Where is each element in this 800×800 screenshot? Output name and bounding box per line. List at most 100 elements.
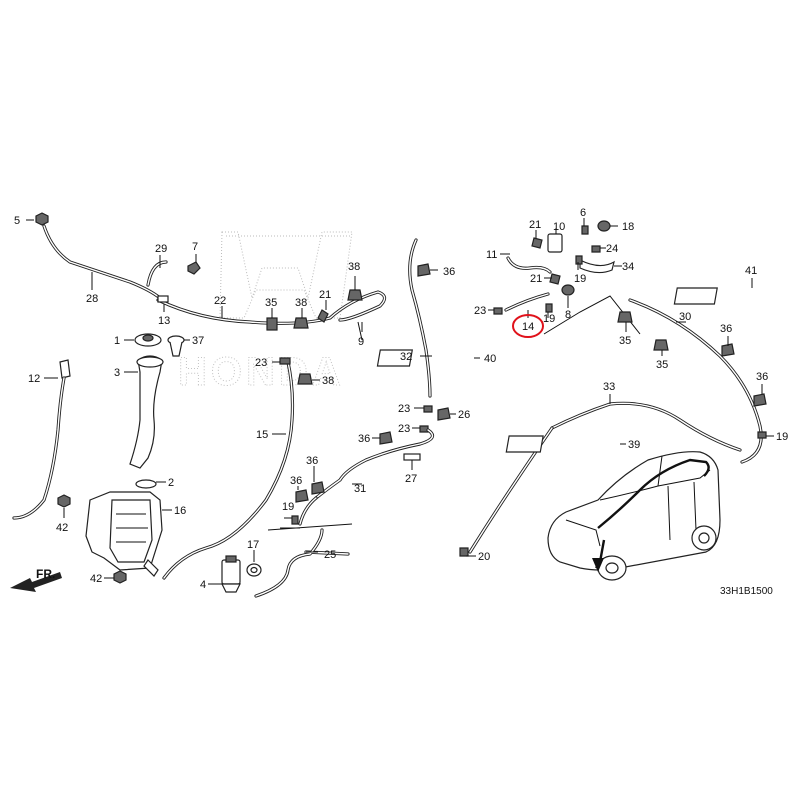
joint-6[interactable]: [581, 218, 589, 235]
clip-27[interactable]: [403, 453, 421, 470]
label-19d[interactable]: 19: [776, 431, 788, 443]
label-1[interactable]: 1: [114, 335, 120, 347]
label-7[interactable]: 7: [192, 241, 198, 253]
clip-36e[interactable]: [721, 336, 735, 357]
joint-23d[interactable]: [488, 307, 503, 315]
label-8[interactable]: 8: [565, 309, 571, 321]
label-23d[interactable]: 23: [474, 305, 486, 317]
label-27[interactable]: 27: [405, 473, 417, 485]
label-18[interactable]: 18: [622, 221, 634, 233]
label-41[interactable]: 41: [745, 265, 757, 277]
bolt-42b[interactable]: [104, 570, 127, 584]
label-19b[interactable]: 19: [574, 273, 586, 285]
bolt-42a[interactable]: [57, 494, 71, 518]
joint-19b[interactable]: [575, 255, 583, 270]
nozzle-8[interactable]: [561, 284, 575, 308]
label-21a[interactable]: 21: [319, 289, 331, 301]
label-23a[interactable]: 23: [255, 357, 267, 369]
joint-23c[interactable]: [412, 425, 429, 433]
label-35c[interactable]: 35: [656, 359, 668, 371]
clip-26[interactable]: [437, 407, 456, 421]
tank-cap-1[interactable]: [124, 333, 162, 347]
label-36d[interactable]: 36: [290, 475, 302, 487]
label-34[interactable]: 34: [622, 261, 634, 273]
label-30[interactable]: 30: [679, 311, 691, 323]
clip-36b[interactable]: [372, 431, 393, 445]
label-42a[interactable]: 42: [56, 522, 68, 534]
label-23b[interactable]: 23: [398, 403, 410, 415]
joint-19c[interactable]: [545, 303, 553, 318]
label-26[interactable]: 26: [458, 409, 470, 421]
pad-40[interactable]: [376, 349, 480, 367]
pad-41[interactable]: [673, 278, 753, 305]
label-11[interactable]: 11: [486, 249, 497, 261]
clip-38a[interactable]: [293, 308, 309, 329]
label-24[interactable]: 24: [606, 243, 618, 255]
level-tube-12[interactable]: [12, 359, 71, 520]
label-37[interactable]: 37: [192, 335, 204, 347]
label-31[interactable]: 31: [354, 483, 366, 495]
joint-21b[interactable]: [531, 230, 543, 249]
strainer-37[interactable]: [167, 335, 190, 357]
clip-36f[interactable]: [753, 384, 767, 407]
label-38b[interactable]: 38: [348, 261, 360, 273]
joint-7[interactable]: [187, 254, 201, 275]
label-19c[interactable]: 19: [543, 313, 555, 325]
seal-2[interactable]: [135, 479, 166, 489]
label-36e[interactable]: 36: [720, 323, 732, 335]
label-32[interactable]: 32: [400, 351, 412, 363]
label-12[interactable]: 12: [28, 373, 40, 385]
pad-39[interactable]: [505, 435, 626, 453]
label-36a[interactable]: 36: [443, 266, 455, 278]
nozzle-10[interactable]: [547, 228, 563, 253]
washer-tank-16[interactable]: [85, 491, 172, 577]
clip-36a[interactable]: [417, 263, 438, 277]
label-21c[interactable]: 21: [530, 273, 542, 285]
clip-35c[interactable]: [653, 339, 669, 356]
clip-38c[interactable]: [297, 373, 320, 385]
label-35b[interactable]: 35: [619, 335, 631, 347]
label-40[interactable]: 40: [484, 353, 496, 365]
joint-21a[interactable]: [317, 300, 329, 323]
label-22[interactable]: 22: [214, 295, 226, 307]
joint-21c[interactable]: [544, 273, 561, 285]
label-36b[interactable]: 36: [358, 433, 370, 445]
label-38c[interactable]: 38: [322, 375, 334, 387]
joint-19d[interactable]: [757, 431, 774, 439]
label-15[interactable]: 15: [256, 429, 268, 441]
filler-neck-3[interactable]: [124, 355, 164, 469]
label-4[interactable]: 4: [200, 579, 206, 591]
label-35a[interactable]: 35: [265, 297, 277, 309]
label-39[interactable]: 39: [628, 439, 640, 451]
label-13[interactable]: 13: [158, 315, 170, 327]
label-3[interactable]: 3: [114, 367, 120, 379]
grommet-17[interactable]: [246, 550, 262, 577]
clip-38b[interactable]: [347, 276, 363, 301]
label-20[interactable]: 20: [478, 551, 490, 563]
clip-13[interactable]: [157, 295, 169, 312]
label-23c[interactable]: 23: [398, 423, 410, 435]
label-5[interactable]: 5: [14, 215, 20, 227]
label-36f[interactable]: 36: [756, 371, 768, 383]
rear-washer-nozzle-5[interactable]: [26, 212, 49, 226]
label-28[interactable]: 28: [86, 293, 98, 305]
clip-36d[interactable]: [295, 486, 309, 503]
label-19a[interactable]: 19: [282, 501, 294, 513]
label-16[interactable]: 16: [174, 505, 186, 517]
label-42b[interactable]: 42: [90, 573, 102, 585]
joint-19a[interactable]: [284, 515, 299, 525]
label-17[interactable]: 17: [247, 539, 259, 551]
label-9[interactable]: 9: [358, 336, 364, 348]
label-14[interactable]: 14: [522, 321, 534, 333]
label-21b[interactable]: 21: [529, 219, 541, 231]
clip-36c[interactable]: [311, 466, 325, 495]
washer-pump-4[interactable]: [208, 555, 241, 593]
joint-23b[interactable]: [414, 405, 433, 413]
label-36c[interactable]: 36: [306, 455, 318, 467]
label-38a[interactable]: 38: [295, 297, 307, 309]
clip-35a[interactable]: [266, 308, 278, 331]
clip-35b[interactable]: [617, 311, 633, 332]
label-25[interactable]: 25: [324, 549, 336, 561]
cap-18[interactable]: [597, 220, 618, 232]
joint-20[interactable]: [459, 547, 476, 557]
